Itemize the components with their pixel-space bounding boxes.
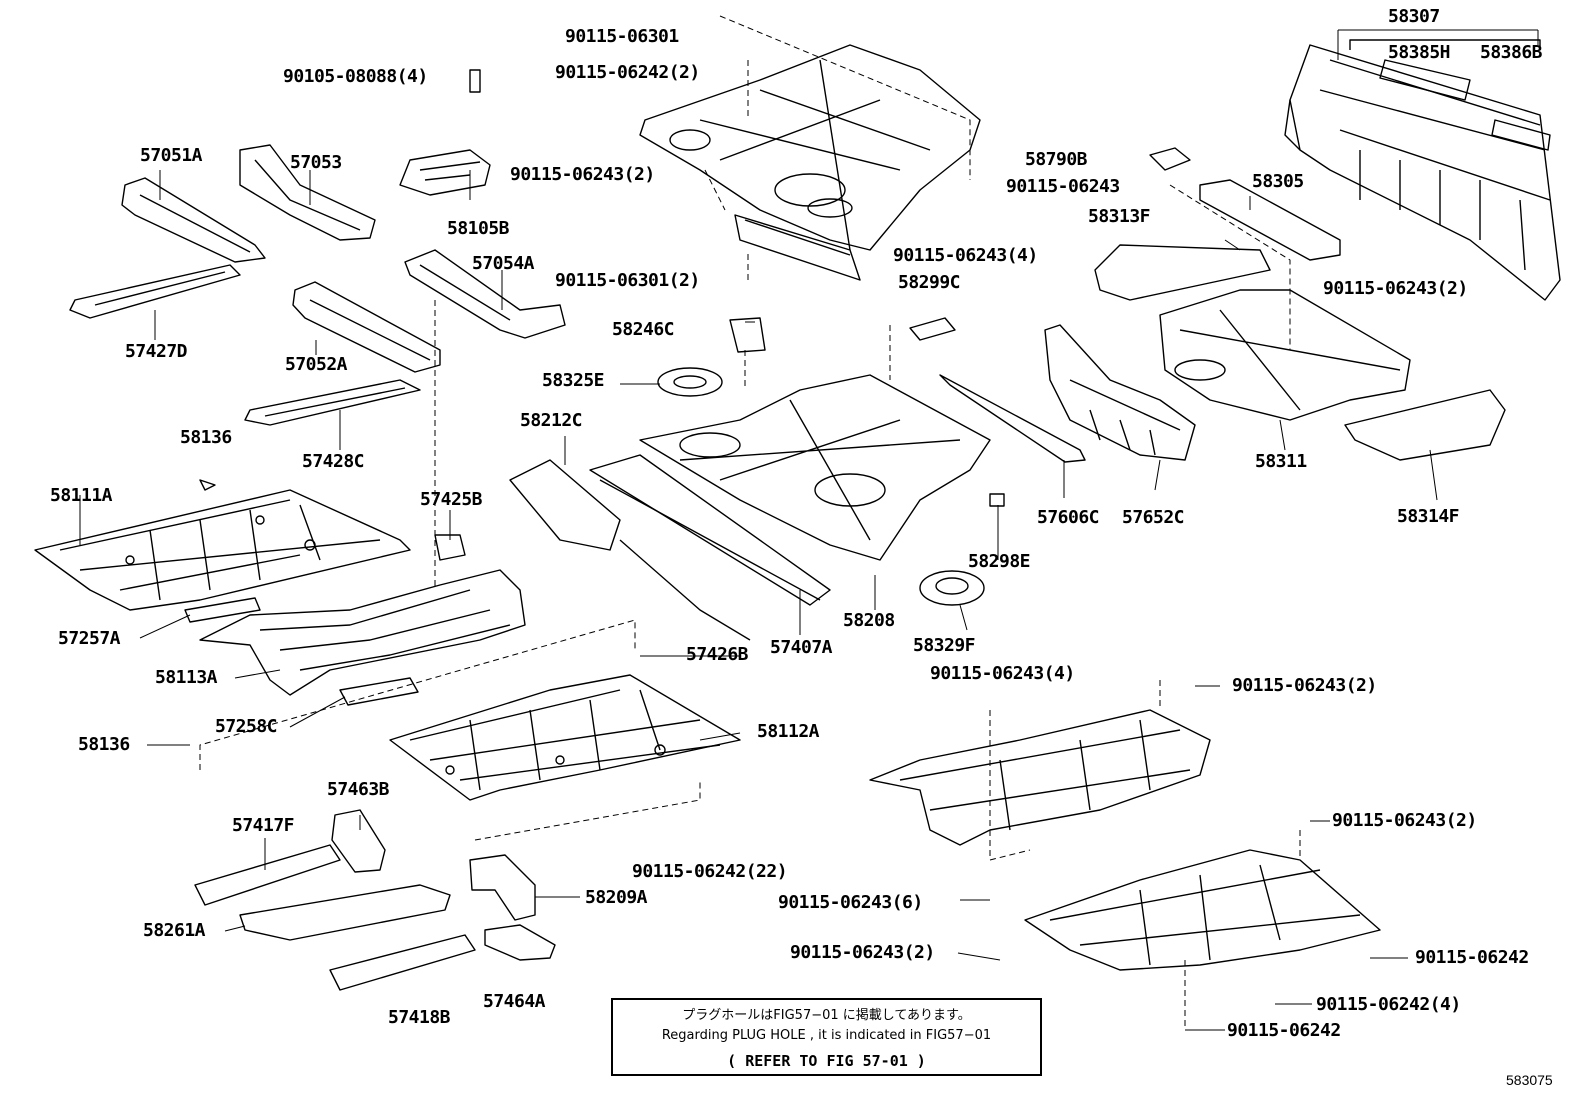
rear-floor-upper-drawing [640, 45, 980, 280]
member-58314f-drawing [1345, 390, 1505, 460]
panel-57652c-drawing [1045, 325, 1195, 460]
label-90115-06242-4: 90115-06242(4) [1316, 994, 1461, 1015]
label-57418b: 57418B [388, 1007, 451, 1028]
label-58307: 58307 [1388, 6, 1440, 27]
label-57425b: 57425B [420, 489, 483, 510]
tunnel-58113a-drawing [185, 535, 525, 705]
label-58325e: 58325E [542, 370, 605, 391]
label-58136-a: 58136 [180, 427, 232, 448]
note-reference: ( REFER TO FIG 57-01 ) [727, 1052, 926, 1070]
label-57053: 57053 [290, 152, 342, 173]
label-57051a: 57051A [140, 145, 203, 166]
label-58105b: 58105B [447, 218, 510, 239]
label-57258c: 57258C [215, 716, 278, 737]
floor-lower-right-a-drawing [870, 710, 1210, 845]
member-58261a-drawing [240, 885, 450, 940]
label-58209a: 58209A [585, 887, 648, 908]
label-90115-06243-a: 90115-06243 [1006, 176, 1120, 197]
label-57652c: 57652C [1122, 507, 1185, 528]
plug-58329f-drawing [919, 570, 985, 606]
bracket-58790b-drawing [1150, 148, 1190, 170]
label-58311: 58311 [1255, 451, 1307, 472]
member-58209a-drawing [470, 855, 535, 920]
bracket-58246c-drawing [730, 318, 765, 352]
label-90115-06243-2-d: 90115-06243(2) [1332, 810, 1477, 831]
label-90115-06301: 90115-06301 [565, 26, 679, 47]
label-58208: 58208 [843, 610, 895, 631]
label-90115-06243-2-b: 90115-06243(2) [1323, 278, 1468, 299]
member-57052a-drawing [293, 282, 440, 372]
label-57428c: 57428C [302, 451, 365, 472]
label-57417f: 57417F [232, 815, 295, 836]
label-57407a: 57407A [770, 637, 833, 658]
label-58111a: 58111A [50, 485, 113, 506]
member-57418b-drawing [330, 935, 475, 990]
label-90105-08088-4: 90105-08088(4) [283, 66, 428, 87]
label-58261a: 58261A [143, 920, 206, 941]
center-rear-floor-drawing [510, 375, 1085, 640]
member-57428c-drawing [245, 380, 420, 425]
floor-58112a-drawing [390, 675, 740, 800]
label-57464a: 57464A [483, 991, 546, 1012]
label-90115-06242-b: 90115-06242 [1227, 1020, 1341, 1041]
bracket-58105b-drawing [400, 69, 490, 195]
label-90115-06242-a: 90115-06242 [1415, 947, 1529, 968]
label-90115-06242-2: 90115-06242(2) [555, 62, 700, 83]
member-57417f-drawing [195, 810, 385, 905]
member-57464a-drawing [485, 925, 555, 960]
pad-58298e-drawing [989, 493, 1005, 507]
label-58305: 58305 [1252, 171, 1304, 192]
figure-id: 583075 [1506, 1072, 1553, 1088]
label-57463b: 57463B [327, 779, 390, 800]
member-57053-drawing [240, 145, 375, 240]
label-57052a: 57052A [285, 354, 348, 375]
label-90115-06243-4-b: 90115-06243(4) [930, 663, 1075, 684]
member-57054a-drawing [405, 250, 565, 338]
label-58329f: 58329F [913, 635, 976, 656]
label-58212c: 58212C [520, 410, 583, 431]
plug-hole-note: プラグホールはFIG57−01 に掲載してあります。 Regarding PLU… [611, 998, 1042, 1076]
dashed-lines [200, 16, 1300, 1030]
member-58313f-drawing [1095, 245, 1270, 300]
label-90115-06301-2: 90115-06301(2) [555, 270, 700, 291]
label-90115-06243-2-e: 90115-06243(2) [790, 942, 935, 963]
label-90115-06243-4-a: 90115-06243(4) [893, 245, 1038, 266]
label-57427d: 57427D [125, 341, 188, 362]
member-57051a-drawing [122, 178, 265, 262]
label-58299c: 58299C [898, 272, 961, 293]
pan-58311-drawing [1160, 290, 1410, 420]
label-90115-06243-6: 90115-06243(6) [778, 892, 923, 913]
label-58386b: 58386B [1480, 42, 1543, 63]
leader-lines [80, 30, 1538, 1030]
label-90115-06243-2-c: 90115-06243(2) [1232, 675, 1377, 696]
label-58246c: 58246C [612, 319, 675, 340]
label-58790b: 58790B [1025, 149, 1088, 170]
note-japanese: プラグホールはFIG57−01 に掲載してあります。 [682, 1008, 971, 1023]
label-90115-06243-2-a: 90115-06243(2) [510, 164, 655, 185]
plug-58325e-drawing [657, 367, 723, 397]
label-58113a: 58113A [155, 667, 218, 688]
label-57257a: 57257A [58, 628, 121, 649]
label-57054a: 57054A [472, 253, 535, 274]
label-58136-b: 58136 [78, 734, 130, 755]
label-58298e: 58298E [968, 551, 1031, 572]
label-58112a: 58112A [757, 721, 820, 742]
label-57606c: 57606C [1037, 507, 1100, 528]
label-90115-06242-22: 90115-06242(22) [632, 861, 788, 882]
floor-58111a-drawing [35, 480, 410, 610]
floor-lower-right-b-drawing [1025, 850, 1380, 970]
bracket-58299c-drawing [910, 318, 955, 340]
label-58313f: 58313F [1088, 206, 1151, 227]
label-58314f: 58314F [1397, 506, 1460, 527]
label-57426b: 57426B [686, 644, 749, 665]
label-58385h: 58385H [1388, 42, 1451, 63]
member-57427d-drawing [70, 265, 240, 318]
member-58305-drawing [1200, 180, 1340, 260]
rear-panel-58307-drawing [1285, 40, 1560, 300]
note-english: Regarding PLUG HOLE , it is indicated in… [661, 1028, 992, 1043]
